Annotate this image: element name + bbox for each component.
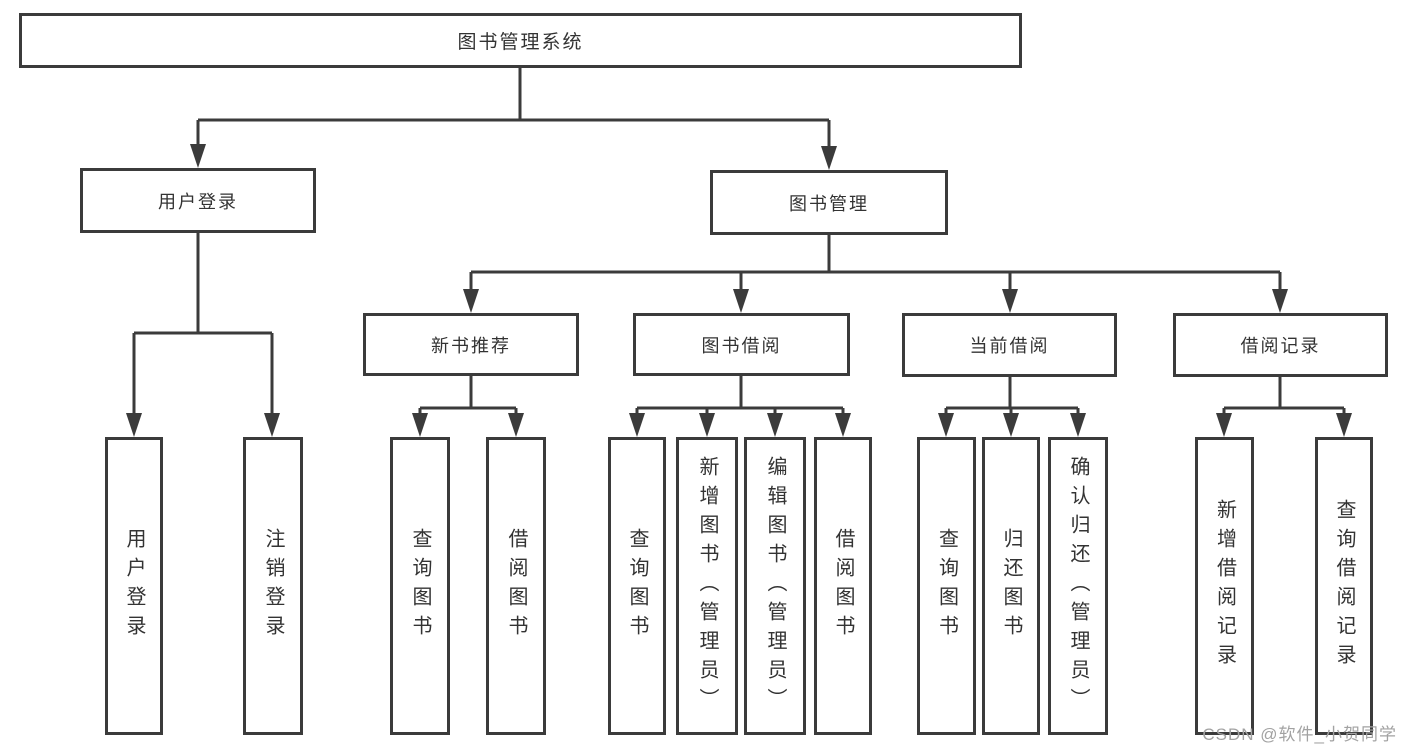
csdn-watermark: CSDN @软件_小贺同学	[1202, 725, 1397, 744]
node-label: 借阅图书	[505, 528, 527, 644]
node-add-book-admin: 新增图书（管理员）	[676, 437, 738, 735]
node-label: 用户登录	[123, 528, 145, 644]
node-borrow-books: 借阅图书	[814, 437, 872, 735]
connector-book-management-groups	[463, 235, 1288, 313]
node-label: 新增图书（管理员）	[696, 455, 718, 717]
node-label: 新书推荐	[431, 335, 511, 356]
node-book-management: 图书管理	[710, 170, 948, 235]
node-label: 查询借阅记录	[1333, 499, 1355, 673]
node-logout: 注销登录	[243, 437, 303, 735]
connector-root-to-level2	[190, 68, 837, 170]
node-label: 图书管理系统	[457, 32, 584, 53]
node-query-borrow-record: 查询借阅记录	[1315, 437, 1373, 735]
node-label: 归还图书	[1000, 528, 1022, 644]
connector-borrow-records-children	[1216, 377, 1352, 437]
node-label: 当前借阅	[969, 336, 1050, 356]
node-borrowing-records: 借阅记录	[1173, 313, 1388, 377]
node-edit-book-admin: 编辑图书（管理员）	[744, 437, 806, 735]
node-current-borrowing: 当前借阅	[902, 313, 1117, 377]
node-label: 图书借阅	[701, 335, 782, 356]
node-label: 查询图书	[626, 528, 648, 644]
node-recommend-query-books: 查询图书	[390, 437, 450, 735]
node-label: 注销登录	[262, 528, 284, 644]
node-library-management-system: 图书管理系统	[19, 13, 1022, 68]
node-label: 编辑图书（管理员）	[764, 455, 786, 717]
node-label: 新增借阅记录	[1213, 499, 1236, 673]
node-label: 借阅记录	[1240, 336, 1321, 356]
node-user-login: 用户登录	[80, 168, 316, 233]
node-recommend-borrow-books: 借阅图书	[486, 437, 546, 735]
node-return-books: 归还图书	[982, 437, 1040, 735]
node-borrowing-query-books: 查询图书	[608, 437, 666, 735]
connector-book-borrow-children	[629, 376, 851, 437]
node-label: 查询图书	[935, 528, 958, 644]
node-label: 确认归还（管理员）	[1067, 455, 1089, 717]
node-book-borrowing: 图书借阅	[633, 313, 850, 376]
node-label: 用户登录	[158, 191, 238, 212]
node-add-borrow-record: 新增借阅记录	[1195, 437, 1254, 735]
node-label: 查询图书	[409, 528, 431, 644]
node-label: 图书管理	[789, 193, 869, 214]
node-label: 借阅图书	[832, 528, 854, 644]
connector-user-login-children	[126, 233, 280, 437]
node-user-login-leaf: 用户登录	[105, 437, 163, 735]
connector-new-book-children	[412, 376, 524, 437]
node-confirm-return-admin: 确认归还（管理员）	[1048, 437, 1108, 735]
node-current-query-books: 查询图书	[917, 437, 976, 735]
node-new-book-recommendation: 新书推荐	[363, 313, 579, 376]
connector-current-borrow-children	[938, 377, 1086, 437]
